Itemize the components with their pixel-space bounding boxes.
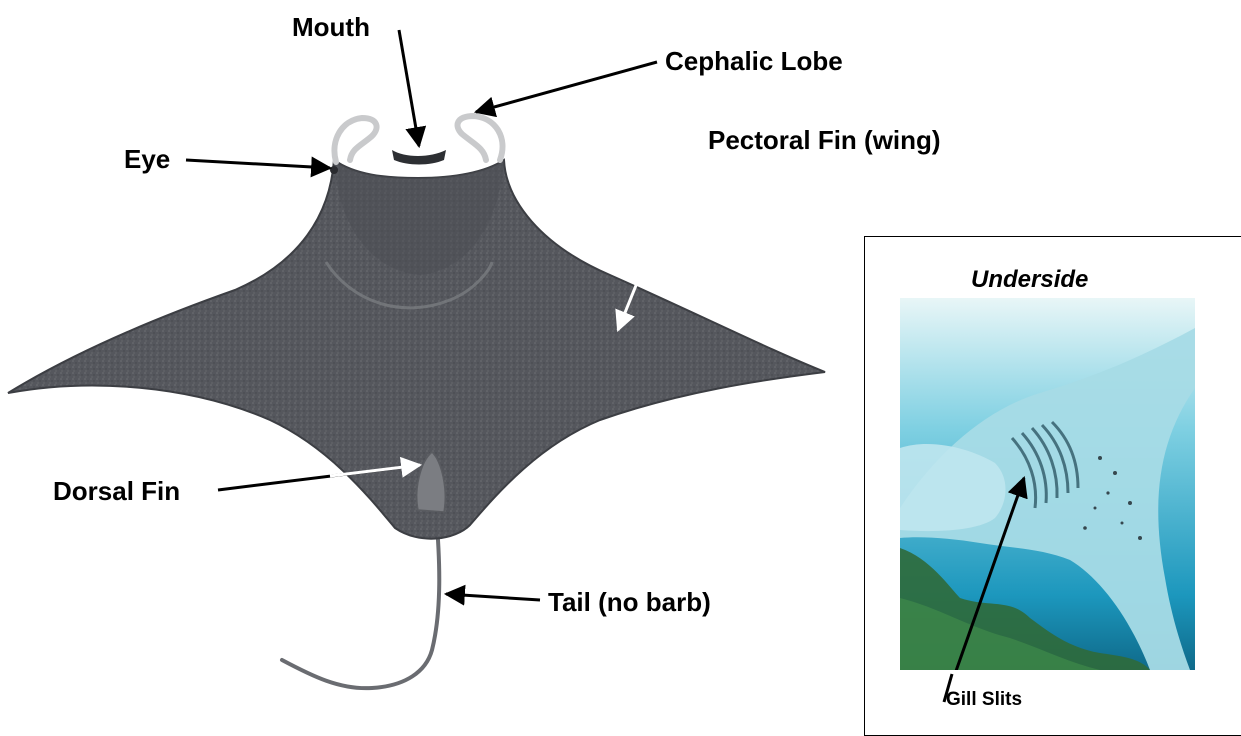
label-gill-slits: Gill Slits	[946, 690, 1022, 709]
label-tail: Tail (no barb)	[548, 589, 711, 615]
label-mouth: Mouth	[292, 14, 370, 40]
label-pectoral-fin: Pectoral Fin (wing)	[708, 127, 941, 153]
label-eye: Eye	[124, 146, 170, 172]
label-dorsal-fin: Dorsal Fin	[53, 478, 180, 504]
label-underside: Underside	[971, 268, 1088, 292]
label-cephalic-lobe: Cephalic Lobe	[665, 48, 843, 74]
